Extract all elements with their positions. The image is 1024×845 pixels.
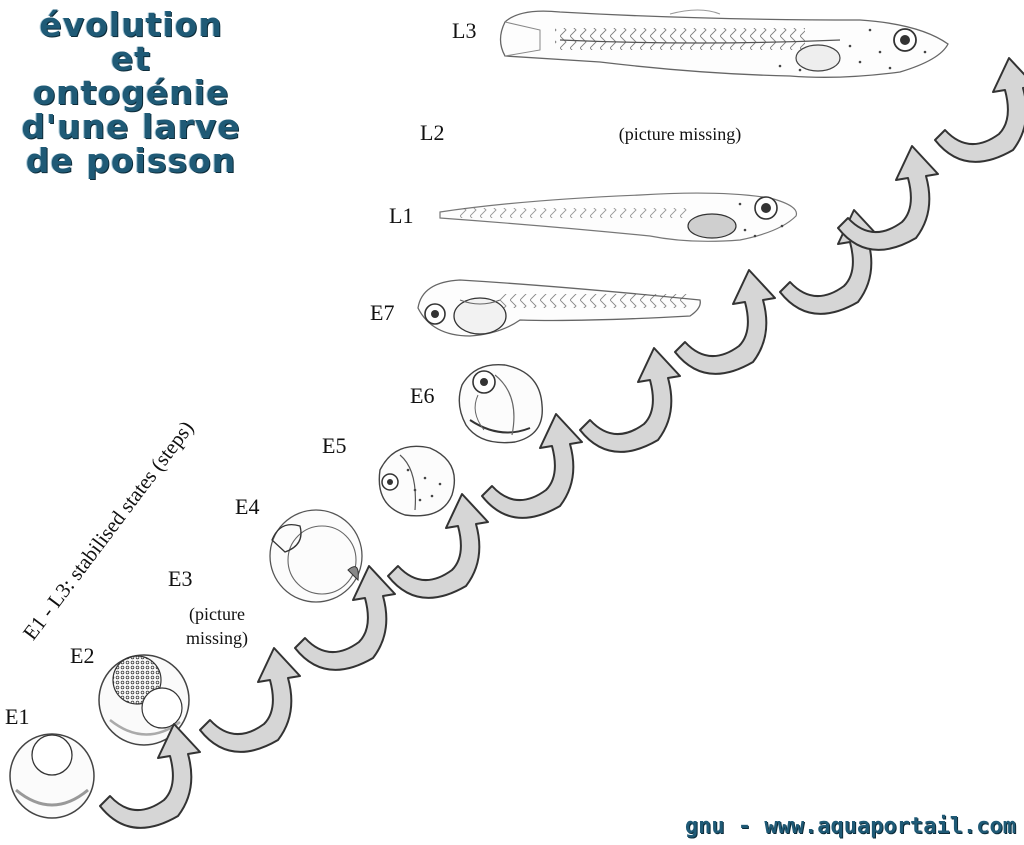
stage-label-e3: E3 <box>168 566 193 591</box>
progression-arrow-icon <box>99 723 201 829</box>
egg-e5-illustration <box>378 445 456 517</box>
progression-arrow-icon <box>779 209 881 315</box>
e3-note-line: (picture <box>189 604 245 624</box>
stage-label-l3: L3 <box>452 18 477 43</box>
egg-e2-illustration <box>98 654 190 746</box>
stage-label-l1: L1 <box>389 203 414 228</box>
stage-label-e6: E6 <box>410 383 435 408</box>
title-line: d'une larve <box>21 107 241 146</box>
progression-arrows <box>99 57 1024 829</box>
title-line: et <box>110 39 152 78</box>
title-line: de poisson <box>25 141 237 180</box>
stage-label-e4: E4 <box>235 494 260 519</box>
stage-label-e5: E5 <box>322 433 347 458</box>
title-line: évolution <box>39 5 223 44</box>
larva-e7-illustration <box>417 279 701 337</box>
e3-note-line: missing) <box>185 628 248 648</box>
stage-label-e2: E2 <box>70 643 95 668</box>
progression-arrow-icon <box>387 493 489 599</box>
progression-arrow-icon <box>674 269 776 375</box>
progression-arrow-icon <box>199 647 301 753</box>
progression-arrow-icon <box>934 57 1024 163</box>
source-credit: gnu - www.aquaportail.com <box>684 814 1016 839</box>
stage-label-e1: E1 <box>5 704 30 729</box>
larva-l3-illustration <box>499 9 949 78</box>
diagram-title: évolution et ontogénie d'une larve de po… <box>0 8 262 178</box>
title-line: ontogénie <box>32 73 230 112</box>
l2-picture-missing-note: (picture missing) <box>618 124 742 144</box>
e3-picture-missing-note: (picture missing) <box>172 602 262 650</box>
stage-label-e7: E7 <box>370 300 395 325</box>
progression-arrow-icon <box>837 145 939 251</box>
progression-arrow-icon <box>481 413 583 519</box>
progression-arrow-icon <box>579 347 681 453</box>
egg-e1-illustration <box>9 733 95 819</box>
larva-l1-illustration <box>439 192 798 242</box>
progression-arrow-icon <box>294 565 396 671</box>
egg-e6-illustration <box>458 363 543 444</box>
stage-label-l2: L2 <box>420 120 445 145</box>
egg-e4-illustration <box>269 509 363 603</box>
